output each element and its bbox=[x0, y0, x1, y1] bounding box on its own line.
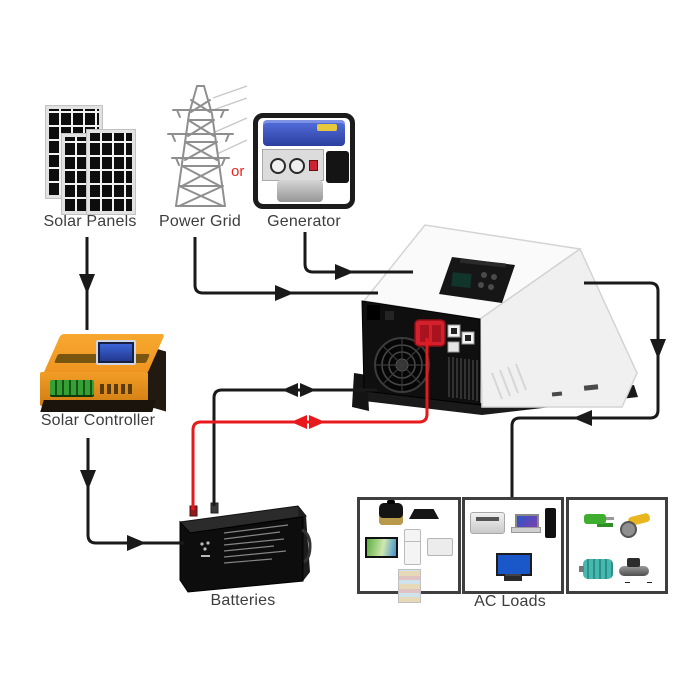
generator-sticker bbox=[317, 124, 337, 131]
label-solar-panels: Solar Panels bbox=[43, 213, 137, 230]
tv-icon bbox=[365, 536, 398, 558]
controller-base bbox=[40, 400, 156, 412]
battery-front-face bbox=[179, 516, 304, 593]
controller-terminals bbox=[50, 380, 94, 395]
battery-handle bbox=[301, 528, 312, 564]
open-fridge-icon bbox=[397, 569, 421, 603]
ac-loads-box-appliances bbox=[357, 497, 461, 603]
inverter-battery-terminal bbox=[414, 319, 446, 347]
generator-frame bbox=[253, 113, 355, 209]
label-power-grid: Power Grid bbox=[158, 213, 242, 230]
generator-engine bbox=[277, 180, 323, 202]
generator-control-panel bbox=[262, 149, 324, 181]
batteries-icon bbox=[178, 502, 312, 593]
wire-arrowheads-red bbox=[291, 415, 325, 429]
inverter-vents bbox=[448, 357, 478, 401]
printer-icon bbox=[470, 512, 505, 535]
wire-controller-to-battery bbox=[86, 438, 184, 545]
electric-motor-icon bbox=[579, 558, 613, 579]
generator-tank bbox=[263, 120, 345, 146]
label-solar-controller: Solar Controller bbox=[40, 412, 156, 429]
label-generator: Generator bbox=[267, 213, 341, 230]
ac-loads-box-tools bbox=[566, 497, 668, 594]
battery-warning-marks bbox=[200, 541, 210, 557]
pressure-cooker-icon bbox=[379, 500, 403, 525]
inverter-ac-ports bbox=[447, 324, 475, 353]
generator-outlet bbox=[270, 158, 286, 174]
wire-grid-to-inverter bbox=[193, 237, 378, 295]
ac-loads-box-office bbox=[462, 497, 564, 594]
monitor-keyboard-icon bbox=[496, 552, 532, 583]
label-ac-loads: AC Loads bbox=[474, 593, 546, 610]
label-or: or bbox=[231, 163, 245, 180]
refrigerator-icon bbox=[404, 529, 421, 565]
inverter-icon bbox=[352, 224, 638, 415]
generator-outlet bbox=[289, 158, 305, 174]
controller-lcd-screen bbox=[96, 340, 136, 365]
generator-air-filter bbox=[326, 151, 349, 183]
inverter-mount-rail bbox=[364, 385, 638, 415]
generator-switch bbox=[309, 160, 318, 171]
inverter-side-vents bbox=[491, 363, 527, 400]
controller-front bbox=[40, 372, 156, 412]
microwave-icon bbox=[427, 538, 453, 556]
battery-terminals bbox=[189, 502, 219, 517]
air-compressor-icon bbox=[619, 557, 651, 580]
laptop-icon bbox=[511, 513, 541, 533]
battery-label-text bbox=[223, 524, 289, 564]
inverter-port-small bbox=[385, 311, 394, 320]
solar-panel-icon bbox=[86, 129, 136, 215]
inverter-breaker bbox=[367, 305, 380, 320]
solar-panels-icon bbox=[45, 104, 137, 215]
controller-vents bbox=[100, 384, 134, 394]
solar-controller-icon bbox=[38, 332, 168, 412]
label-batteries: Batteries bbox=[210, 592, 276, 609]
angle-grinder-icon bbox=[620, 513, 650, 539]
generator-icon bbox=[253, 113, 355, 209]
power-grid-tower-icon bbox=[167, 85, 247, 207]
range-hood-icon bbox=[409, 509, 439, 519]
inverter-control-panel bbox=[439, 257, 515, 303]
drill-icon bbox=[584, 511, 614, 537]
pc-tower-icon bbox=[545, 508, 556, 539]
